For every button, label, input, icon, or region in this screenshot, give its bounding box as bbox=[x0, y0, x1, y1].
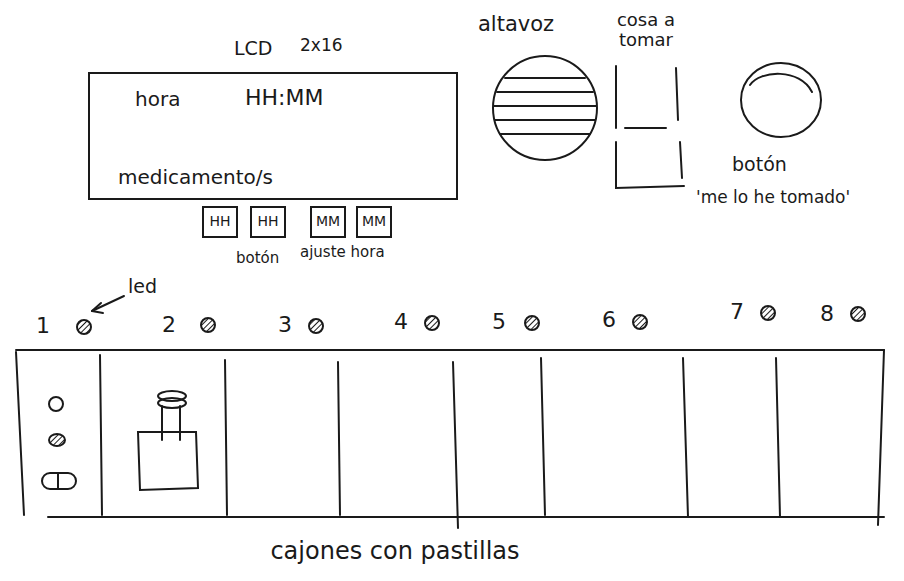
round-part: altavoz bbox=[492, 55, 598, 161]
callout-number: 3 bbox=[278, 313, 292, 337]
circle-outline bbox=[740, 62, 822, 138]
node-text: HH bbox=[257, 214, 278, 229]
node-text: LCD bbox=[234, 38, 272, 59]
node-text: MM bbox=[316, 214, 340, 229]
callout-number: 8 bbox=[820, 302, 834, 326]
callout-number: 2 bbox=[162, 313, 176, 337]
note-label: botón bbox=[236, 250, 279, 267]
pills bbox=[42, 397, 76, 489]
node-text: altavoz bbox=[478, 13, 554, 36]
node-text: 'me lo he tomado' bbox=[696, 188, 850, 207]
node-text: botón bbox=[732, 154, 787, 175]
callout-number: 4 bbox=[394, 310, 408, 334]
panel-box: MM bbox=[310, 206, 346, 238]
callout-number: 1 bbox=[36, 314, 50, 338]
note-label: led bbox=[128, 276, 157, 297]
note-label: cosa a tomar bbox=[600, 10, 692, 50]
pill-bottle bbox=[138, 391, 198, 490]
panel-box: LCD2x16horaHH:MMmedicamento/s bbox=[88, 72, 458, 200]
caption: cajones con pastillas bbox=[270, 538, 519, 564]
panel-box: HH bbox=[202, 206, 238, 238]
panel-box: HH bbox=[250, 206, 286, 238]
node-text: hora bbox=[135, 88, 180, 110]
node-text: 2x16 bbox=[300, 36, 343, 55]
node-text: MM bbox=[362, 214, 386, 229]
note-label: ajuste hora bbox=[300, 244, 385, 261]
led-leader bbox=[92, 296, 124, 313]
speaker-grille bbox=[494, 78, 596, 134]
panel-box: MM bbox=[356, 206, 392, 238]
round-part: botón'me lo he tomado' bbox=[740, 62, 822, 138]
callout-number: 7 bbox=[730, 300, 744, 324]
led-dots bbox=[77, 306, 865, 334]
node-text: HH bbox=[209, 214, 230, 229]
button-sketch bbox=[750, 74, 812, 92]
node-text: medicamento/s bbox=[118, 166, 273, 188]
callout-number: 5 bbox=[492, 310, 506, 334]
callout-number: 6 bbox=[602, 308, 616, 332]
indicator-boxes bbox=[616, 66, 684, 188]
circle-outline bbox=[492, 55, 598, 161]
drawer-row bbox=[16, 350, 884, 528]
node-text: HH:MM bbox=[245, 86, 323, 110]
